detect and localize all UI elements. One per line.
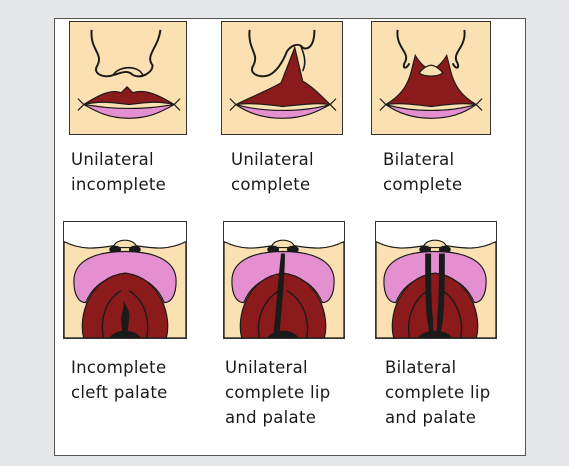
caption-unilateral-incomplete: Unilateral incomplete (71, 147, 166, 197)
caption-incomplete-cleft-palate: Incomplete cleft palate (71, 355, 168, 405)
figure-panel: Unilateral incomplete Unilateral complet… (54, 18, 526, 456)
illustration-unilateral-incomplete-lip (69, 21, 187, 135)
illustration-bilateral-complete-lip-palate (375, 221, 497, 339)
illustration-bilateral-complete-lip (371, 21, 491, 135)
illustration-unilateral-complete-lip (221, 21, 343, 135)
caption-bilateral-complete: Bilateral complete (383, 147, 462, 197)
caption-bilateral-complete-lip-palate: Bilateral complete lip and palate (385, 355, 491, 430)
illustration-unilateral-complete-lip-palate (223, 221, 345, 339)
illustration-incomplete-cleft-palate (63, 221, 187, 339)
caption-unilateral-complete-lip-palate: Unilateral complete lip and palate (225, 355, 331, 430)
caption-unilateral-complete: Unilateral complete (231, 147, 314, 197)
